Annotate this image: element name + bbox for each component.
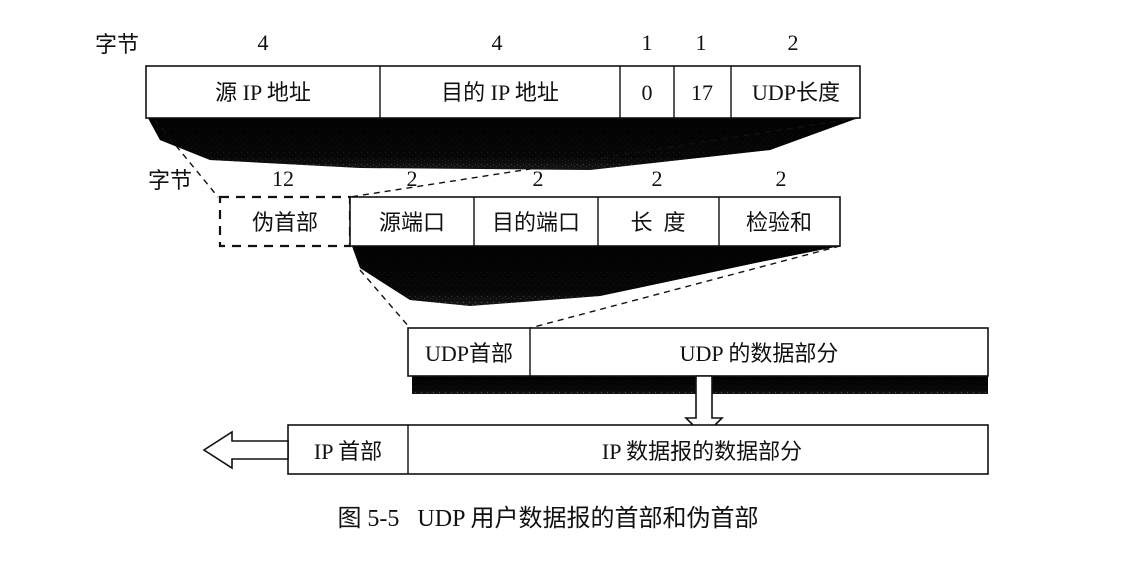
pseudo-header-shadow-fade <box>148 118 858 170</box>
udp-field-length: 长 度 <box>630 210 685 235</box>
udp-size-src-port: 2 <box>407 166 418 191</box>
udp-datagram-row: UDP首部 UDP 的数据部分 <box>407 327 989 377</box>
pseudo-field-dst-ip: 目的 IP 地址 <box>441 80 559 105</box>
udp-header-unit-label: 字节 <box>148 168 192 193</box>
pseudo-connector-left <box>154 119 219 198</box>
ip-datagram-row: IP 首部 IP 数据报的数据部分 <box>287 424 989 475</box>
udp-field-src-port: 源端口 <box>379 210 445 235</box>
udp-connector-left <box>359 269 411 329</box>
pseudo-size-zero: 1 <box>642 30 653 55</box>
pseudo-size-udp-length: 2 <box>788 30 799 55</box>
figure-caption: 图 5-5 UDP 用户数据报的首部和伪首部 <box>337 505 758 532</box>
udp-size-length: 2 <box>652 166 663 191</box>
pseudo-size-dst-ip: 4 <box>492 30 503 55</box>
pseudo-header-box <box>145 65 861 119</box>
udp-header-row: 源端口 目的端口 长 度 检验和 <box>349 196 841 247</box>
pseudo-field-src-ip: 源 IP 地址 <box>215 80 311 105</box>
pseudo-connector-right <box>349 117 859 198</box>
udp-connector-right <box>529 245 841 329</box>
udp-field-checksum: 检验和 <box>746 210 812 235</box>
ip-datagram-header-label: IP 首部 <box>314 439 382 464</box>
udp-header-shadow-fade <box>352 246 840 306</box>
udp-size-checksum: 2 <box>776 166 787 191</box>
pseudo-field-protocol: 17 <box>691 80 713 105</box>
udp-datagram-box <box>407 327 989 377</box>
pseudo-field-zero: 0 <box>642 80 653 105</box>
udp-size-dst-port: 2 <box>533 166 544 191</box>
udp-field-dst-port: 目的端口 <box>492 210 580 235</box>
left-arrow-icon <box>202 430 289 470</box>
udp-datagram-data-label: UDP 的数据部分 <box>680 341 839 366</box>
pseudo-field-udp-length: UDP长度 <box>752 80 840 105</box>
pseudo-header-row: 源 IP 地址 目的 IP 地址 0 17 UDP长度 <box>145 65 861 119</box>
udp-size-pseudo: 12 <box>272 166 294 191</box>
ip-datagram-data-label: IP 数据报的数据部分 <box>602 439 802 464</box>
pseudo-header-unit-label: 字节 <box>95 32 139 57</box>
udp-datagram-header-label: UDP首部 <box>425 341 513 366</box>
pseudo-size-protocol: 1 <box>696 30 707 55</box>
udp-pseudo-label: 伪首部 <box>252 210 318 235</box>
pseudo-header-dashed-box <box>218 195 352 248</box>
udp-header-box <box>349 196 841 247</box>
pseudo-size-src-ip: 4 <box>258 30 269 55</box>
ip-datagram-box <box>287 424 989 475</box>
